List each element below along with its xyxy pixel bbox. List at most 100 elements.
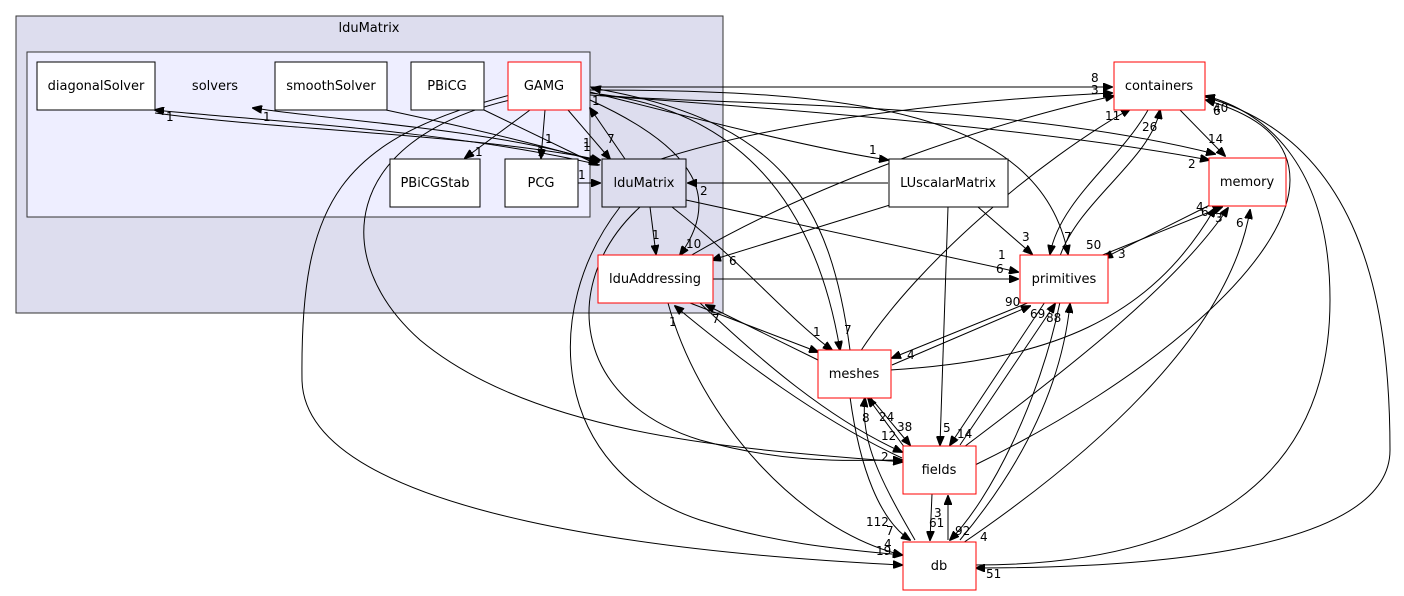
edge-label: 1 xyxy=(652,228,660,242)
edge-meshes-fields xyxy=(869,396,910,445)
edge-meshes-gamg xyxy=(592,88,851,351)
edge-memory-primitives xyxy=(1104,204,1211,258)
edge-label: 69 xyxy=(1030,307,1045,321)
edge-label: 112 xyxy=(866,515,889,529)
node-PCG-label: PCG xyxy=(528,176,555,191)
node-smoothSolver-label: smoothSolver xyxy=(286,79,376,94)
edge-smoothsolver-ldumatrix xyxy=(385,109,598,162)
node-fields-label: fields xyxy=(922,463,957,478)
edge-meshes-db xyxy=(849,396,910,540)
edge-label: 92 xyxy=(955,524,970,538)
edge-label: 3 xyxy=(1118,247,1126,261)
edge-gamg-luscalarmatrix xyxy=(589,91,888,160)
edge-lduaddressing-containers xyxy=(689,96,1114,257)
edge-label: 14 xyxy=(957,427,972,441)
edge-label: 24 xyxy=(879,410,894,424)
node-diagonalSolver[interactable]: diagonalSolver xyxy=(36,61,156,111)
edge-label: 1 xyxy=(813,325,821,339)
edge-luscalarmatrix-lduaddressing xyxy=(712,204,891,260)
edge-label: 6 xyxy=(1201,205,1209,219)
edge-ldumatrix-db xyxy=(569,206,902,555)
edge-label: 12 xyxy=(881,429,896,443)
edge-label: 4 xyxy=(1196,200,1204,214)
edge-gamg-pbicgstab xyxy=(465,109,531,158)
edge-db-primitives xyxy=(959,304,1070,541)
edge-db-meshes xyxy=(864,398,916,541)
edge-label: 50 xyxy=(1086,238,1101,252)
edge-label: 8 xyxy=(862,411,870,425)
edge-fields-containers xyxy=(974,100,1291,466)
edge-fields-db xyxy=(930,493,932,540)
edge-primitives-memory xyxy=(1099,207,1222,257)
edge-label: 1 xyxy=(475,145,483,159)
cluster-solvers-label: solvers xyxy=(192,79,238,94)
edge-ldumatrix-gamg xyxy=(590,108,626,160)
edge-ldumatrix-memory xyxy=(599,94,1215,154)
edge-lduaddressing-db xyxy=(667,302,902,555)
node-LUscalarMatrix-label: LUscalarMatrix xyxy=(900,176,996,191)
edge-label: 8 xyxy=(1091,71,1099,85)
edge-label: 88 xyxy=(1046,311,1061,325)
node-memory[interactable]: memory xyxy=(1208,157,1287,207)
node-lduMatrix[interactable]: lduMatrix xyxy=(601,158,687,208)
edge-label: 4 xyxy=(884,537,892,551)
edge-label: 1 xyxy=(998,248,1006,262)
edge-label: 51 xyxy=(986,567,1001,581)
node-primitives[interactable]: primitives xyxy=(1019,254,1109,304)
edge-label: 6 xyxy=(1213,104,1221,118)
edge-fields-meshes xyxy=(868,398,906,449)
edge-label: 4 xyxy=(980,530,988,544)
edge-label: 3 xyxy=(934,506,942,520)
edge-primitives-containers xyxy=(1059,110,1160,257)
edge-meshes-memory xyxy=(889,208,1215,371)
edge-gamg-db xyxy=(301,94,902,565)
edge-primitives-meshes xyxy=(892,301,1031,358)
node-meshes[interactable]: meshes xyxy=(817,349,892,399)
edge-label: 7 xyxy=(1064,230,1072,244)
edge-meshes-containers xyxy=(859,109,1130,353)
edge-ldumatrix-containers xyxy=(657,93,1112,161)
node-db[interactable]: db xyxy=(902,541,977,591)
node-smoothSolver[interactable]: smoothSolver xyxy=(274,61,388,111)
node-PCG[interactable]: PCG xyxy=(504,158,579,208)
node-diagonalSolver-label: diagonalSolver xyxy=(48,79,145,94)
edge-label: 6 xyxy=(729,254,737,268)
edge-meshes-primitives xyxy=(891,306,1030,366)
edge-gamg-lduaddressing xyxy=(589,99,700,255)
edge-label: 1 xyxy=(869,143,877,157)
edge-label: 3 xyxy=(1022,230,1030,244)
node-containers[interactable]: containers xyxy=(1113,61,1206,111)
node-lduAddressing[interactable]: lduAddressing xyxy=(597,254,714,304)
edge-label: 61 xyxy=(929,516,944,530)
cluster-lduMatrix-label: lduMatrix xyxy=(338,21,399,36)
edge-label: 6 xyxy=(996,262,1004,276)
edge-lduaddressing-fields xyxy=(699,302,902,452)
node-PBiCG[interactable]: PBiCG xyxy=(410,61,485,111)
edge-label: 6 xyxy=(1236,216,1244,230)
node-lduMatrix-label: lduMatrix xyxy=(613,176,674,191)
edge-gamg-ldumatrix xyxy=(567,109,610,159)
edge-db-containers xyxy=(974,96,1331,566)
edge-ldumatrix-fields xyxy=(588,206,902,460)
edge-label: 40 xyxy=(1213,101,1228,115)
edge-meshes-lduaddressing xyxy=(706,305,819,361)
edge-label: 1 xyxy=(545,132,553,146)
node-PBiCGStab[interactable]: PBiCGStab xyxy=(389,158,481,208)
edge-label: 1 xyxy=(166,110,174,124)
edge-fields-lduaddressing xyxy=(675,306,903,459)
edge-label: 1 xyxy=(669,315,677,329)
edge-label: 1 xyxy=(583,136,591,150)
edge-lduaddressing-meshes xyxy=(689,302,818,352)
edge-ldumatrix-lduaddressing xyxy=(649,206,656,254)
edge-label: 4 xyxy=(907,348,915,362)
node-meshes-label: meshes xyxy=(829,367,880,382)
edge-label: 7 xyxy=(712,312,720,326)
node-fields[interactable]: fields xyxy=(902,445,977,495)
edge-label: 26 xyxy=(1142,120,1157,134)
edge-ldumatrix-diagonalsolver xyxy=(155,110,601,166)
node-LUscalarMatrix[interactable]: LUscalarMatrix xyxy=(888,158,1009,208)
node-GAMG[interactable]: GAMG xyxy=(507,61,582,111)
edge-label: 2 xyxy=(881,450,889,464)
edge-primitives-fields xyxy=(950,301,1046,445)
node-lduAddressing-label: lduAddressing xyxy=(609,272,701,287)
